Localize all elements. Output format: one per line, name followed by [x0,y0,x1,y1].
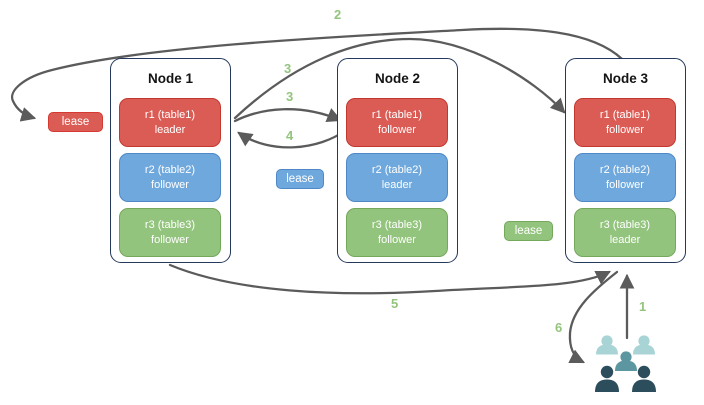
node-2-replica-r2-leader: r2 (table2) leader [346,153,448,202]
node-3-title: Node 3 [602,71,648,86]
user-top-right-icon [633,335,655,355]
node-2-title: Node 2 [374,71,420,86]
step-label-4: 4 [286,128,294,143]
lease-tag-blue: lease [276,169,324,189]
replica-role: leader [381,178,413,191]
replica-role: follower [151,233,189,246]
user-top-left-icon [596,335,618,355]
replica-name: r2 (table2) [371,163,423,176]
user-middle-icon [615,351,637,371]
lease-tag-red: lease [48,112,103,132]
step-label-5: 5 [391,296,399,311]
node-1-replica-r2-follower: r2 (table2) follower [119,153,221,202]
replica-name: r3 (table3) [371,218,423,231]
user-bottom-right-icon [632,365,656,392]
node-2: Node 2 r1 (table1) follower r2 (table2) … [337,58,458,263]
arrow-2-node3-to-red-lease [10,27,624,122]
step-label-2: 2 [334,7,342,22]
replica-name: r1 (table1) [144,108,196,121]
replica-name: r1 (table1) [599,108,651,121]
node-1-replica-r3-follower: r3 (table3) follower [119,208,221,257]
node-2-replica-r3-follower: r3 (table3) follower [346,208,448,257]
node-1-replica-r1-leader: r1 (table1) leader [119,98,221,147]
node-1: Node 1 r1 (table1) leader r2 (table2) fo… [110,58,231,263]
step-label-3b: 3 [286,89,294,104]
lease-tag-green: lease [504,221,553,241]
replica-role: follower [378,233,416,246]
node-2-replica-r1-follower: r1 (table1) follower [346,98,448,147]
replica-name: r3 (table3) [599,218,651,231]
replica-name: r1 (table1) [371,108,423,121]
arrow-6-node3-to-users [568,270,619,364]
node-1-title: Node 1 [147,71,193,86]
step-label-3a: 3 [284,61,292,76]
replica-role: follower [378,123,416,136]
users-icon [595,335,656,392]
arrow-5-node1-to-node3 [168,263,612,295]
user-bottom-left-icon [595,365,619,392]
replica-name: r2 (table2) [144,163,196,176]
node-3-replica-r1-follower: r1 (table1) follower [574,98,676,147]
step-label-6: 6 [555,320,563,335]
replica-role: follower [606,123,644,136]
replica-name: r3 (table3) [144,218,196,231]
node-3: Node 3 r1 (table1) follower r2 (table2) … [565,58,686,263]
arrow-4-node2-to-node1 [237,128,348,149]
replica-role: leader [609,233,641,246]
step-label-1: 1 [639,299,647,314]
node-3-replica-r2-follower: r2 (table2) follower [574,153,676,202]
replica-name: r2 (table2) [599,163,651,176]
replica-role: leader [154,123,186,136]
arrow-3-node1-to-node3 [233,37,566,120]
replica-role: follower [606,178,644,191]
arrow-3-node1-to-node2 [233,108,343,123]
replica-role: follower [151,178,189,191]
node-3-replica-r3-leader: r3 (table3) leader [574,208,676,257]
